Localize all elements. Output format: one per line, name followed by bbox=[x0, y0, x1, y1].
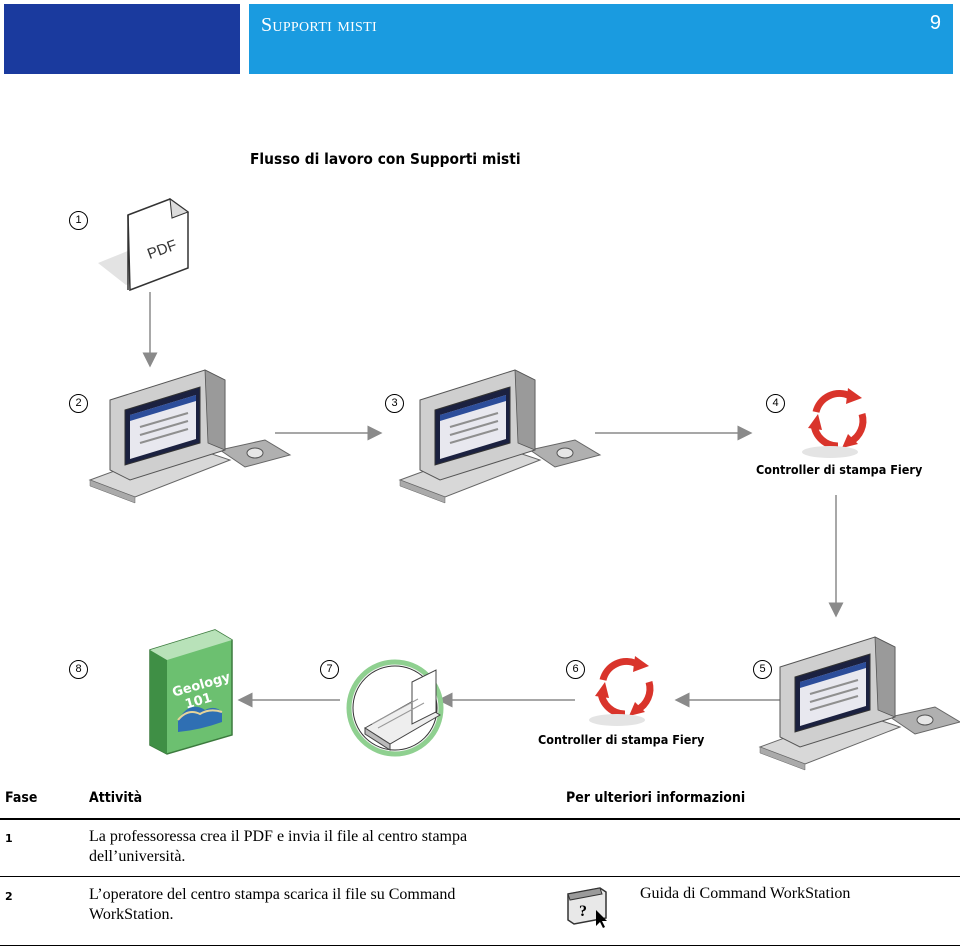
column-header-activity: Attività bbox=[89, 790, 143, 806]
computer-icon-step5 bbox=[759, 636, 960, 771]
computer-icon-step2 bbox=[89, 369, 291, 504]
fiery-cycle-icon-bottom bbox=[589, 656, 650, 726]
fiery-caption-top: Controller di stampa Fiery bbox=[756, 462, 923, 477]
step-number-3: 3 bbox=[385, 394, 404, 413]
more-info-reference[interactable]: Guida di Command WorkStation bbox=[640, 885, 851, 902]
printed-output-icon bbox=[346, 659, 444, 757]
row-phase: 2 bbox=[5, 890, 13, 903]
header-left-band bbox=[4, 4, 240, 74]
table-header-rule bbox=[0, 818, 960, 820]
book-title-line2: 101 bbox=[183, 691, 213, 713]
chapter-title: Supporti misti bbox=[261, 14, 377, 36]
step-number-5: 5 bbox=[753, 660, 772, 679]
svg-text:?: ? bbox=[579, 903, 587, 920]
column-header-more-info: Per ulteriori informazioni bbox=[566, 790, 746, 806]
step-number-2: 2 bbox=[69, 394, 88, 413]
computer-icon-step3 bbox=[399, 369, 601, 504]
step-number-7: 7 bbox=[320, 660, 339, 679]
geology-book-icon: Geology 101 bbox=[149, 629, 233, 755]
step-number-4: 4 bbox=[766, 394, 785, 413]
help-icon: ? bbox=[567, 887, 607, 928]
pdf-document-icon: PDF bbox=[98, 197, 190, 292]
workflow-diagram: PDF Geology 101 bbox=[89, 197, 960, 771]
row-phase: 1 bbox=[5, 832, 13, 845]
table-bottom-rule bbox=[0, 945, 960, 946]
workflow-title: Flusso di lavoro con Supporti misti bbox=[250, 150, 521, 168]
step-number-8: 8 bbox=[69, 660, 88, 679]
row-activity: La professoressa crea il PDF e invia il … bbox=[89, 828, 468, 865]
header-bar: Supporti misti 9 bbox=[249, 4, 953, 74]
fiery-caption-bottom: Controller di stampa Fiery bbox=[538, 732, 705, 747]
step-number-6: 6 bbox=[566, 660, 585, 679]
row-divider bbox=[0, 876, 960, 877]
page-number: 9 bbox=[929, 12, 941, 34]
column-header-phase: Fase bbox=[5, 790, 38, 806]
row-activity: L’operatore del centro stampa scarica il… bbox=[89, 886, 456, 923]
step-number-1: 1 bbox=[69, 211, 88, 230]
fiery-cycle-icon-top bbox=[802, 388, 863, 458]
